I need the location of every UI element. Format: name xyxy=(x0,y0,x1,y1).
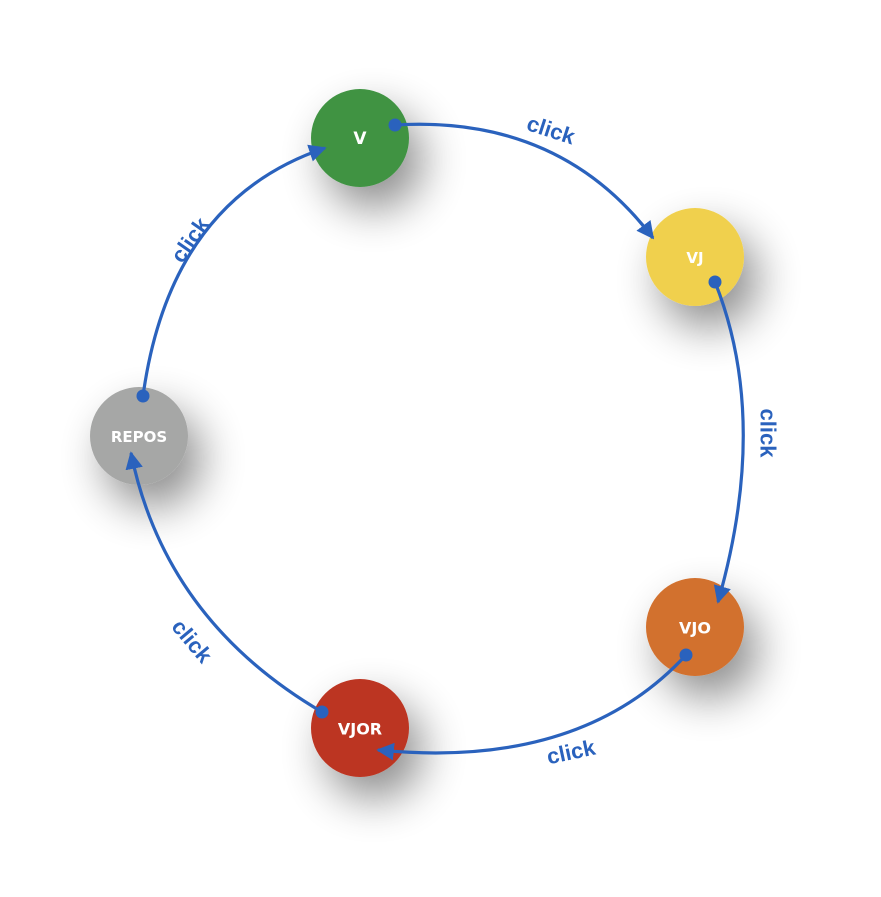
node-label: REPOS xyxy=(111,428,167,446)
edge-label: click xyxy=(167,614,218,668)
edge-start-dot xyxy=(388,118,402,132)
node-circle xyxy=(311,89,409,187)
node-circle xyxy=(90,387,188,485)
edge-arrow xyxy=(713,281,745,604)
edge-arrow xyxy=(141,144,327,397)
edge-vj-to-vjo: click xyxy=(708,275,781,604)
state-node-vjo: VJO xyxy=(646,578,744,676)
node-label: V xyxy=(353,129,367,149)
edge-arrow xyxy=(394,122,655,240)
node-label: VJO xyxy=(679,619,711,638)
edge-v-to-vj: click xyxy=(388,111,655,240)
state-node-repos: REPOS xyxy=(90,387,188,485)
edge-label: click xyxy=(756,409,781,459)
edge-vjor-to-repos: click xyxy=(125,451,329,719)
nodes-layer: V VJ VJO VJOR REPOS xyxy=(90,89,744,777)
edge-start-dot xyxy=(136,389,150,403)
edge-arrow xyxy=(125,451,323,714)
edge-label: click xyxy=(166,212,215,267)
edge-start-dot xyxy=(679,648,693,662)
edge-vjo-to-vjor: click xyxy=(376,648,693,770)
edge-arrow xyxy=(376,653,688,761)
edge-start-dot xyxy=(315,705,329,719)
edge-repos-to-v: click xyxy=(136,144,327,403)
state-node-vjor: VJOR xyxy=(311,679,409,777)
state-node-v: V xyxy=(311,89,409,187)
node-label: VJOR xyxy=(338,720,382,739)
edge-start-dot xyxy=(708,275,722,289)
node-label: VJ xyxy=(686,249,703,267)
state-node-vj: VJ xyxy=(646,208,744,306)
edge-label: click xyxy=(544,735,598,770)
